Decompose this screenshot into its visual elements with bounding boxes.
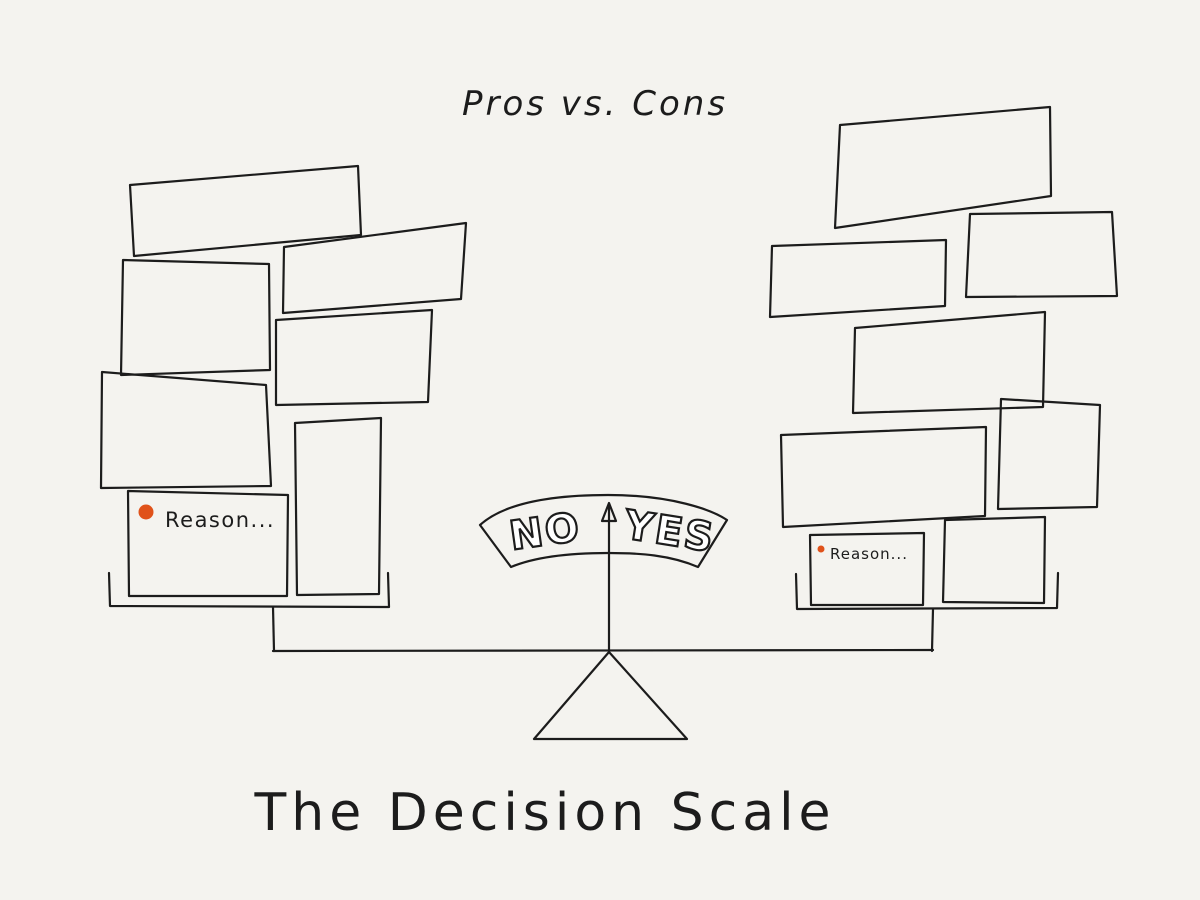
right-pan-blocks: Reason... bbox=[768, 105, 1119, 607]
fulcrum-triangle bbox=[532, 650, 689, 741]
left-hanger bbox=[271, 605, 276, 653]
gauge-needle-arrowhead bbox=[600, 501, 618, 523]
right-block-2 bbox=[768, 238, 948, 319]
left-block-1 bbox=[128, 164, 363, 258]
right-block-3 bbox=[964, 210, 1119, 299]
left-pan-blocks: Reason... bbox=[99, 164, 468, 598]
right-hanger bbox=[930, 607, 935, 653]
page-title: The Decision Scale bbox=[253, 783, 835, 843]
gauge-no-label: NO bbox=[507, 504, 584, 560]
right-reason-bullet bbox=[817, 545, 825, 553]
right-block-5 bbox=[779, 425, 988, 529]
right-block-1 bbox=[833, 105, 1053, 230]
left-block-2 bbox=[281, 221, 468, 315]
scale-beam bbox=[271, 648, 935, 653]
right-block-4 bbox=[851, 310, 1047, 415]
left-block-6 bbox=[293, 416, 383, 597]
right-reason-block bbox=[808, 531, 926, 607]
right-pan-tray bbox=[794, 571, 1060, 611]
gauge-banner bbox=[478, 493, 729, 569]
left-reason-block bbox=[126, 489, 290, 598]
right-reason-label: Reason... bbox=[830, 545, 908, 563]
left-block-4 bbox=[274, 308, 434, 407]
left-reason-label: Reason... bbox=[165, 508, 275, 532]
left-reason-bullet bbox=[138, 504, 154, 520]
subtitle: Pros vs. Cons bbox=[462, 84, 728, 124]
left-pan-tray bbox=[107, 571, 391, 609]
left-block-3 bbox=[119, 258, 272, 377]
right-block-7 bbox=[941, 515, 1047, 605]
left-block-5 bbox=[99, 370, 273, 490]
right-block-6 bbox=[996, 397, 1102, 511]
